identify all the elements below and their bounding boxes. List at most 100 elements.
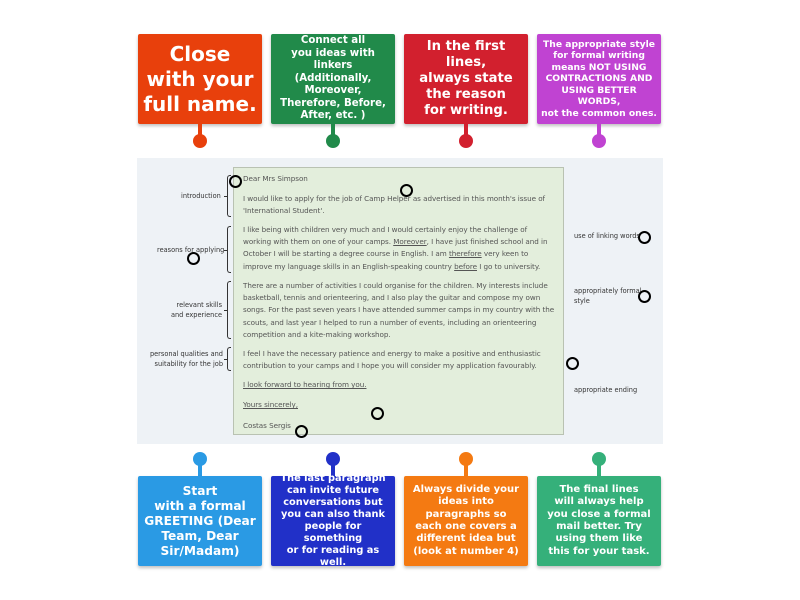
- card-text: Always divide your: [412, 484, 520, 496]
- card-text: each one covers a: [415, 521, 517, 532]
- connector-pin-icon[interactable]: [459, 134, 473, 148]
- brace-personal: [224, 347, 231, 371]
- card-text: linkers (Additionally,: [294, 60, 372, 84]
- letter-paragraph-1: I would like to apply for the job of Cam…: [243, 194, 546, 216]
- label-linking-words: use of linking words: [574, 232, 640, 240]
- letter-closing-line: I look forward to hearing from you.: [243, 380, 367, 389]
- card-text: always state: [419, 71, 513, 86]
- card-text: for formal writing: [553, 50, 645, 62]
- card-text: means NOT USING: [551, 61, 647, 73]
- card-text: Start: [182, 483, 218, 498]
- card-text: the reason: [426, 87, 506, 102]
- card-text: Therefore, Before,: [280, 97, 386, 109]
- connector-pin-icon[interactable]: [193, 452, 207, 466]
- label-line: suitability for the job: [154, 360, 223, 368]
- text-run: I go to university.: [476, 261, 541, 271]
- connector-pin-icon[interactable]: [459, 452, 473, 466]
- label-line: appropriately formal: [574, 287, 642, 295]
- connector-stem: [464, 124, 468, 138]
- card-text: full name.: [143, 91, 257, 116]
- connector-stem: [331, 462, 335, 476]
- card-text: After, etc. ): [300, 110, 366, 122]
- card-text: Sir/Madam): [160, 543, 240, 558]
- drop-target-5[interactable]: [638, 290, 651, 303]
- card-text: with a formal: [154, 498, 246, 513]
- connector-pin-icon[interactable]: [326, 134, 340, 148]
- card-text: Moreover,: [304, 85, 362, 97]
- drop-target-3[interactable]: [187, 252, 200, 265]
- card-text: can invite future: [287, 485, 379, 496]
- card-text: you close a formal: [547, 508, 651, 520]
- drop-target-2[interactable]: [400, 184, 413, 197]
- drop-target-6[interactable]: [566, 357, 579, 370]
- label-line: and experience: [170, 311, 222, 319]
- card-text: CONTRACTIONS AND: [545, 73, 653, 85]
- card-text: not the common ones.: [541, 107, 657, 119]
- card-text: Connect all: [300, 34, 366, 46]
- connector-stem: [597, 462, 601, 476]
- connector-stem: [198, 124, 202, 138]
- card-text: GREETING (Dear: [144, 513, 256, 528]
- card-text: USING BETTER WORDS,: [561, 84, 637, 108]
- card-text: conversations but: [283, 497, 383, 508]
- linker-moreover: Moreover: [393, 237, 427, 247]
- label-line: personal qualities and: [149, 350, 223, 358]
- label-introduction: introduction: [181, 192, 221, 200]
- brace-reasons: [224, 226, 231, 273]
- connector-pin-icon[interactable]: [592, 134, 606, 148]
- card-text: mail better. Try: [556, 521, 642, 532]
- connector-stem: [597, 124, 601, 138]
- connector-stem: [331, 124, 335, 138]
- card-text: In the first lines,: [426, 39, 506, 70]
- letter-paragraph-2: I like being with children very much and…: [243, 224, 555, 273]
- text-run: very keen to improve my language skills …: [243, 249, 529, 271]
- linker-therefore: therefore: [448, 249, 482, 259]
- card-text: Team, Dear: [161, 528, 239, 543]
- card-text: you can also thank: [280, 509, 385, 520]
- connector-pin-icon[interactable]: [193, 134, 207, 148]
- card-text: with your: [146, 66, 254, 91]
- label-line: style: [574, 297, 590, 305]
- connector-pin-icon[interactable]: [326, 452, 340, 466]
- brace-skills: [224, 281, 231, 339]
- label-relevant-skills: relevant skills and experience: [160, 300, 222, 320]
- text-run: , I have just finished school and in Oct…: [243, 237, 548, 259]
- card-text: ideas into: [438, 496, 494, 508]
- card-text: Close: [169, 41, 231, 66]
- card-text: paragraphs so: [425, 508, 507, 520]
- card-text: or for reading as well.: [286, 545, 380, 568]
- connector-pin-icon[interactable]: [592, 452, 606, 466]
- card-text: this for your task.: [548, 545, 650, 557]
- label-formal-style: appropriately formal style: [574, 286, 642, 306]
- card-text: using them like: [555, 533, 643, 545]
- card-text: The appropriate style: [543, 38, 655, 50]
- label-appropriate-ending: appropriate ending: [574, 386, 638, 394]
- drop-target-8[interactable]: [295, 425, 308, 438]
- drop-target-7[interactable]: [371, 407, 384, 420]
- connector-stem: [198, 462, 202, 476]
- card-text: for writing.: [424, 103, 508, 118]
- card-text: different idea but: [416, 533, 516, 545]
- drop-target-1[interactable]: [229, 175, 242, 188]
- card-text: (look at number 4): [413, 545, 519, 557]
- letter-paragraph-3: There are a number of activities I could…: [243, 281, 555, 339]
- card-text: will always help: [554, 496, 644, 508]
- brace-introduction: [224, 175, 231, 217]
- label-reasons-for-applying: reasons for applying: [157, 246, 225, 254]
- drop-target-4[interactable]: [638, 231, 651, 244]
- letter-paragraph-4: I feel I have the necessary patience and…: [243, 349, 541, 371]
- letter-signature: Costas Sergis: [243, 421, 291, 430]
- card-text: The final lines: [559, 484, 639, 496]
- card-text: The last paragraph: [280, 473, 386, 484]
- letter-sign-off: Yours sincerely,: [243, 400, 298, 409]
- card-text: you ideas with: [291, 47, 375, 59]
- label-line: relevant skills: [176, 301, 223, 309]
